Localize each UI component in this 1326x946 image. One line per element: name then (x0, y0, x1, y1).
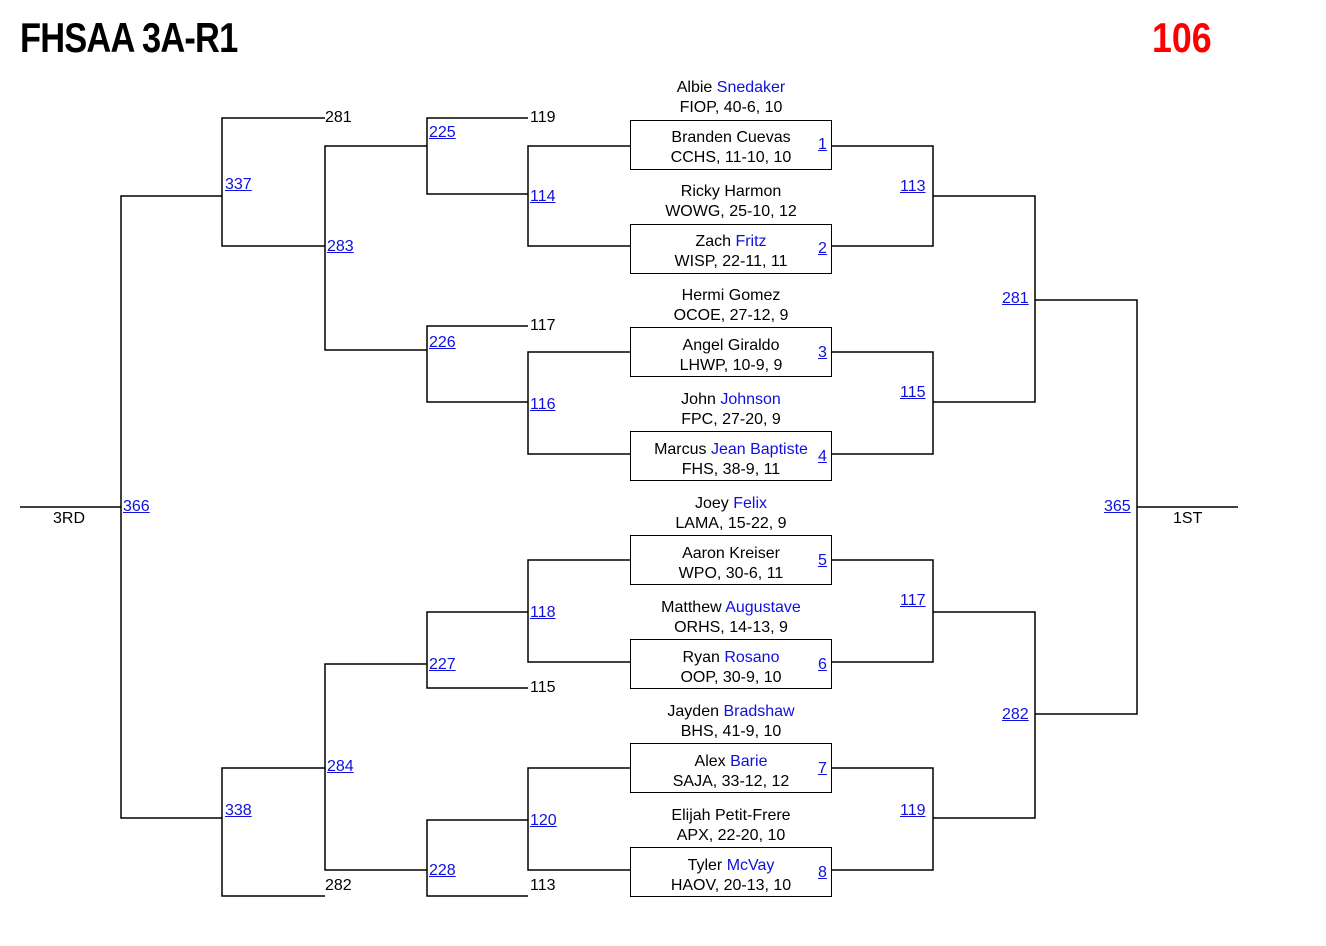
bracket-line (426, 819, 528, 897)
bracket-line (527, 559, 630, 663)
bout-link[interactable]: 337 (225, 176, 252, 193)
seed-name: Ricky Harmon (680, 183, 782, 200)
bracket-line (933, 195, 1036, 403)
wrestler-box (630, 639, 832, 689)
bout-link[interactable]: 7 (818, 760, 827, 777)
bracket-line (527, 145, 630, 247)
seed-info: WOWG, 25-10, 12 (665, 203, 797, 220)
seed-name: Albie Snedaker (676, 79, 786, 96)
bout-link[interactable]: 284 (327, 758, 354, 775)
bout-link[interactable]: 6 (818, 656, 827, 673)
seed-info: BHS, 41-9, 10 (680, 723, 782, 740)
bracket-line (831, 145, 934, 247)
seed-info: APX, 22-20, 10 (676, 827, 786, 844)
seed-info: WPO, 30-6, 11 (678, 565, 784, 582)
bout-link[interactable]: 8 (818, 864, 827, 881)
seed-name: Angel Giraldo (682, 337, 780, 354)
seed-info: CCHS, 11-10, 10 (670, 149, 792, 166)
drop-in-label: 117 (530, 317, 556, 334)
bracket-line (426, 611, 528, 689)
bout-link[interactable]: 227 (429, 656, 456, 673)
page-title: FHSAA 3A-R1 (20, 14, 238, 61)
seed-info: LAMA, 15-22, 9 (675, 515, 787, 532)
final-bout-link[interactable]: 365 (1104, 498, 1131, 515)
bout-link[interactable]: 225 (429, 124, 456, 141)
wrestler-box (630, 535, 832, 585)
wrestler-box (630, 743, 832, 793)
seed-name: Aaron Kreiser (682, 545, 780, 562)
seed-name: Ryan Rosano (682, 649, 780, 666)
bout-link[interactable]: 226 (429, 334, 456, 351)
seed-name: Hermi Gomez (681, 287, 781, 304)
bout-link[interactable]: 117 (900, 592, 926, 609)
seed-info: ORHS, 14-13, 9 (674, 619, 788, 636)
seed-info: HAOV, 20-13, 10 (670, 877, 792, 894)
seed-name: Matthew Augustave (661, 599, 801, 616)
bout-link[interactable]: 115 (900, 384, 926, 401)
third-place-bout-link[interactable]: 366 (123, 498, 150, 515)
bout-link[interactable]: 1 (818, 136, 827, 153)
bout-link[interactable]: 282 (1002, 706, 1029, 723)
drop-in-label: 113 (530, 877, 556, 894)
bracket-line (933, 611, 1036, 819)
seed-name: Branden Cuevas (671, 129, 791, 146)
bracket-line (324, 145, 427, 351)
bracket-line (426, 325, 528, 403)
bracket-line (221, 117, 325, 247)
bout-link[interactable]: 5 (818, 552, 827, 569)
bout-link[interactable]: 120 (530, 812, 557, 829)
bracket-line (831, 767, 934, 871)
seed-name: John Johnson (681, 391, 781, 408)
bracket-line (527, 351, 630, 455)
drop-in-label: 281 (325, 109, 352, 126)
bout-link[interactable]: 2 (818, 240, 827, 257)
bout-link[interactable]: 114 (530, 188, 556, 205)
bracket-line (221, 767, 325, 897)
wrestler-box (630, 327, 832, 377)
wrestler-box (630, 847, 832, 897)
first-place-label: 1ST (1173, 510, 1203, 527)
drop-in-label: 119 (530, 109, 556, 126)
bracket-line (831, 559, 934, 663)
seed-name: Alex Barie (694, 753, 768, 770)
bout-link[interactable]: 228 (429, 862, 456, 879)
seed-name: Elijah Petit-Frere (671, 807, 791, 824)
drop-in-label: 282 (325, 877, 352, 894)
bout-link[interactable]: 118 (530, 604, 556, 621)
bracket-line (324, 663, 427, 871)
seed-name: Zach Fritz (695, 233, 767, 250)
bout-link[interactable]: 338 (225, 802, 252, 819)
bracket-line (527, 767, 630, 871)
seed-info: SAJA, 33-12, 12 (672, 773, 790, 790)
seed-info: LHWP, 10-9, 9 (679, 357, 783, 374)
drop-in-label: 115 (530, 679, 556, 696)
third-place-label: 3RD (53, 510, 86, 527)
seed-name: Tyler McVay (687, 857, 775, 874)
seed-name: Jayden Bradshaw (667, 703, 795, 720)
bracket-line (426, 117, 528, 195)
seed-info: OCOE, 27-12, 9 (673, 307, 789, 324)
bout-link[interactable]: 119 (900, 802, 926, 819)
wrestler-box (630, 120, 832, 170)
weight-class-label: 106 (1152, 14, 1212, 61)
wrestler-box (630, 224, 832, 274)
wrestler-box (630, 431, 832, 481)
seed-name: Marcus Jean Baptiste (654, 441, 808, 458)
seed-info: FIOP, 40-6, 10 (679, 99, 783, 116)
bout-link[interactable]: 283 (327, 238, 354, 255)
bout-link[interactable]: 116 (530, 396, 556, 413)
seed-info: WISP, 22-11, 11 (674, 253, 788, 270)
bout-link[interactable]: 4 (818, 448, 827, 465)
bout-link[interactable]: 113 (900, 178, 926, 195)
bout-link[interactable]: 281 (1002, 290, 1029, 307)
bracket-line (831, 351, 934, 455)
bout-link[interactable]: 3 (818, 344, 827, 361)
seed-info: FHS, 38-9, 11 (681, 461, 781, 478)
seed-name: Joey Felix (694, 495, 768, 512)
seed-info: OOP, 30-9, 10 (680, 669, 782, 686)
seed-info: FPC, 27-20, 9 (681, 411, 781, 428)
